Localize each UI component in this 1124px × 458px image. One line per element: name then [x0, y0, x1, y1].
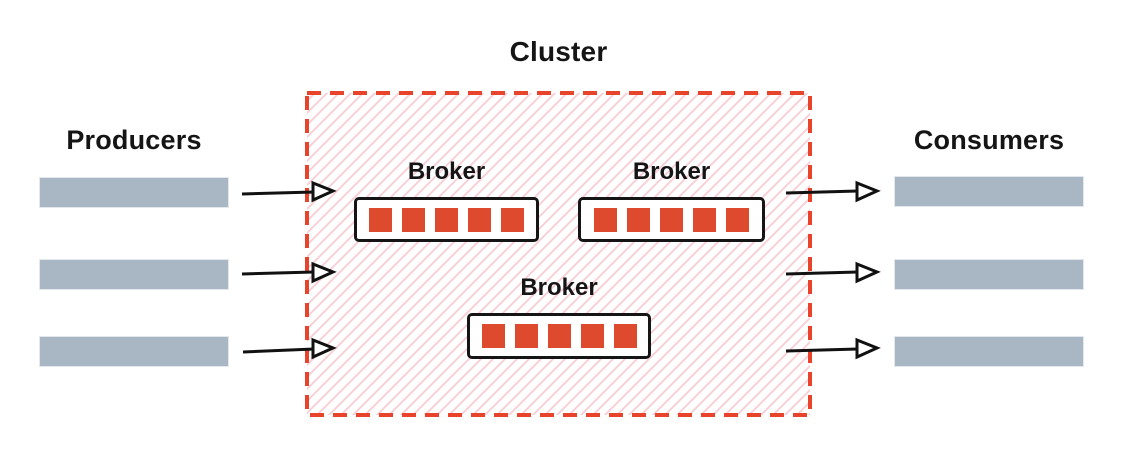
broker-1-box — [354, 197, 539, 242]
arrow-consumer-1 — [785, 180, 881, 203]
arrow-producer-3 — [242, 337, 337, 360]
partition-square — [547, 324, 571, 348]
arrow-producer-1 — [241, 180, 337, 203]
arrow-consumer-2 — [785, 261, 881, 284]
partition-square — [660, 207, 683, 232]
producer-bar-2 — [40, 260, 228, 289]
partition-square — [514, 324, 538, 348]
arrow-producer-2 — [241, 261, 337, 284]
consumers-label: Consumers — [913, 125, 1065, 155]
broker-2-label: Broker — [632, 158, 711, 185]
partition-square — [369, 207, 392, 232]
partition-square — [402, 207, 425, 232]
consumer-bar-3 — [895, 337, 1083, 366]
broker-2-box — [578, 197, 765, 242]
broker-3-box — [467, 313, 651, 359]
consumer-bar-1 — [895, 177, 1083, 206]
broker-1-label: Broker — [407, 158, 486, 185]
partition-square — [580, 324, 604, 348]
broker-3-label: Broker — [520, 274, 598, 301]
partition-square — [627, 207, 650, 232]
partition-square — [613, 324, 637, 348]
partition-square — [594, 207, 617, 232]
cluster-title: Cluster — [509, 36, 608, 67]
partition-square — [726, 207, 749, 232]
producer-bar-1 — [40, 178, 228, 207]
partition-square — [481, 324, 505, 348]
consumer-bar-2 — [895, 260, 1083, 289]
partition-square — [435, 207, 458, 232]
producers-label: Producers — [66, 125, 202, 155]
partition-square — [468, 207, 491, 232]
partition-square — [501, 207, 524, 232]
producer-bar-3 — [40, 337, 228, 366]
cluster-hatch-area — [307, 93, 810, 415]
partition-square — [693, 207, 716, 232]
arrow-consumer-3 — [785, 337, 881, 360]
